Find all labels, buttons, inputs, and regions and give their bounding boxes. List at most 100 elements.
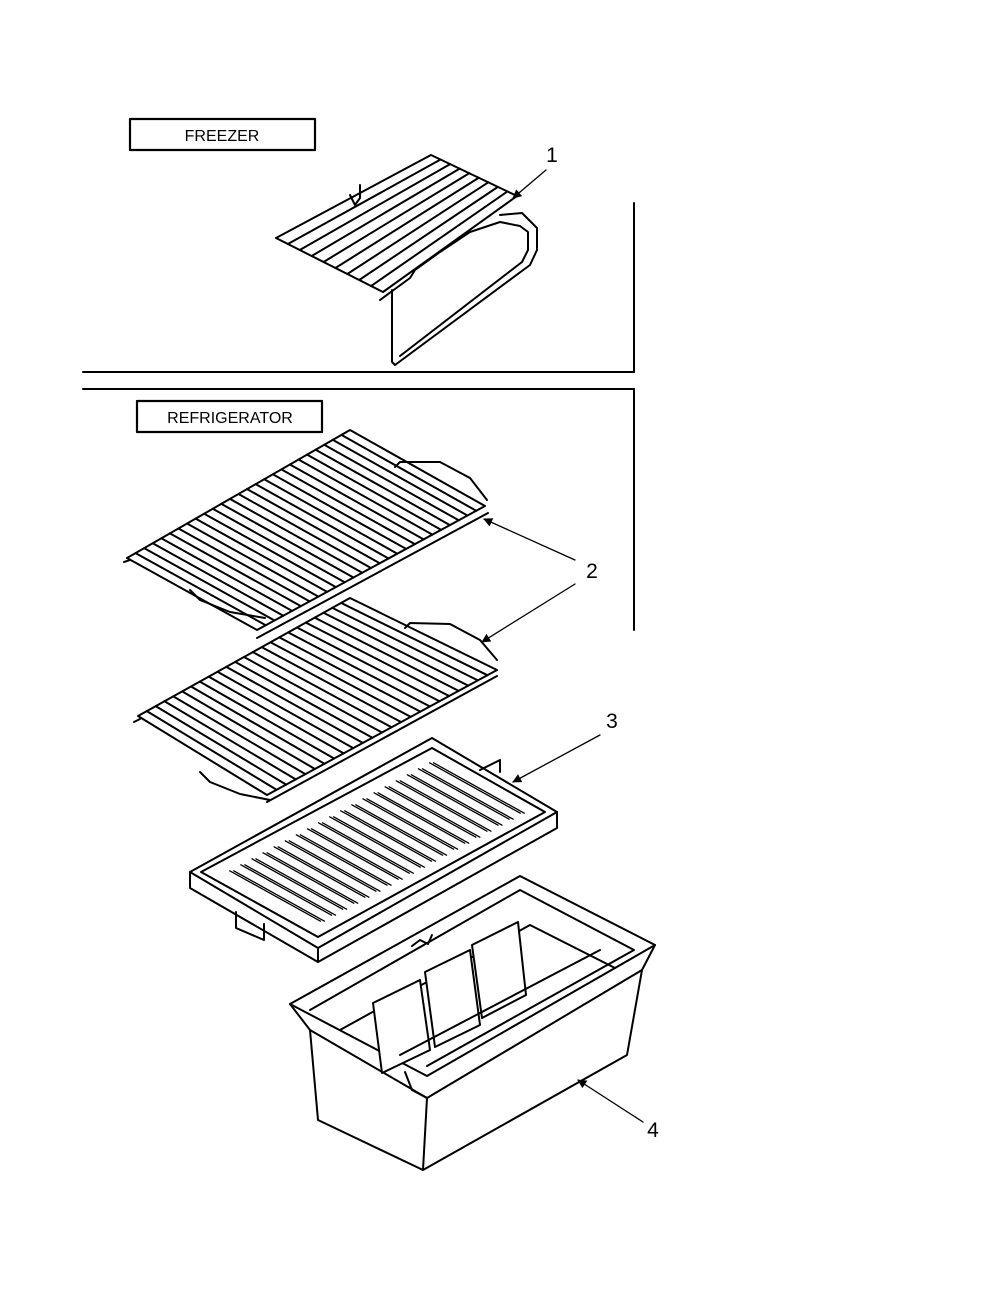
lower-shelf-rod xyxy=(172,695,307,776)
callout-1: 1 xyxy=(512,144,558,199)
crisper-cover-slot xyxy=(377,792,470,844)
upper-shelf-rod xyxy=(237,493,372,569)
freezer-shelf-rod xyxy=(370,190,509,287)
lower-shelf-rod xyxy=(313,616,460,692)
callout-number-1: 1 xyxy=(546,144,558,167)
lower-shelf-rod xyxy=(163,700,297,781)
crisper-cover-slot xyxy=(244,864,337,916)
upper-shelf-rod xyxy=(151,542,285,617)
lower-shelf-rod xyxy=(234,660,374,739)
lower-shelf-rod xyxy=(181,690,316,770)
callout-3: 3 xyxy=(512,710,618,783)
crisper-cover-slot xyxy=(299,834,392,886)
lower-shelf-rod xyxy=(340,601,489,677)
refrigerator-wire-shelf-lower xyxy=(133,597,498,803)
refrigerator-frame xyxy=(82,388,635,631)
lower-shelf-rod xyxy=(322,611,470,687)
freezer-shelf-rod xyxy=(298,163,452,251)
crisper-cover xyxy=(189,737,558,963)
upper-shelf-rod xyxy=(271,473,408,550)
crisper-cover-slot xyxy=(262,852,355,904)
lower-shelf-rod xyxy=(251,651,393,729)
lower-shelf-rod xyxy=(243,656,383,734)
crisper-cover-slot xyxy=(233,870,326,922)
lower-shelf-rod xyxy=(154,705,288,786)
lower-shelf-rod xyxy=(260,646,403,724)
crisper-cover-slot xyxy=(428,762,521,814)
lower-shelf-rod xyxy=(207,675,345,755)
crisper-cover-slot xyxy=(295,834,388,886)
upper-shelf-rod xyxy=(254,483,390,560)
upper-shelf-rod xyxy=(203,512,337,589)
crisper-cover-slot xyxy=(344,810,437,862)
lower-shelf-rod xyxy=(331,606,479,682)
crisper-cover-slot xyxy=(373,792,466,844)
lower-shelf-rod xyxy=(225,665,364,744)
crisper-cover-slot xyxy=(366,798,459,850)
upper-shelf-rod xyxy=(220,502,355,579)
crisper-cover-slot xyxy=(406,774,499,826)
upper-shelf-rod xyxy=(186,522,320,598)
upper-shelf-rod xyxy=(160,537,294,612)
lower-shelf-rod xyxy=(304,621,451,698)
upper-shelf-rod xyxy=(323,443,460,522)
crisper-cover-slot xyxy=(273,846,366,898)
callout-2: 2 xyxy=(481,518,598,643)
crisper-cover-slot xyxy=(340,810,433,862)
crisper-cover-slot xyxy=(266,852,359,904)
freezer-wire-shelf xyxy=(275,154,538,366)
freezer-shelf-rod xyxy=(358,185,499,281)
callout-number-2: 2 xyxy=(586,560,598,583)
crisper-cover-slot xyxy=(317,822,410,874)
crisper-cover-slot xyxy=(417,768,510,820)
crisper-cover-slot xyxy=(284,840,377,892)
freezer-label-box: FREEZER xyxy=(128,117,317,152)
upper-shelf-rod xyxy=(297,458,434,536)
crisper-cover-slot xyxy=(240,864,333,916)
crisper-cover-slot xyxy=(328,816,422,868)
upper-shelf-rod xyxy=(143,547,276,622)
refrigerator-label: REFRIGERATOR xyxy=(167,410,293,427)
upper-shelf-rod xyxy=(134,552,267,627)
crisper-cover-slot xyxy=(306,828,399,880)
crisper-cover-slot xyxy=(421,768,514,820)
freezer-shelf-rod xyxy=(322,172,471,263)
crisper-cover-slot xyxy=(251,858,344,910)
freezer-shelf-rod xyxy=(334,176,480,269)
upper-shelf-rod xyxy=(288,463,425,541)
crisper-cover-slot xyxy=(362,798,455,850)
crisper-cover-slot xyxy=(399,780,492,832)
crisper-cover-slot xyxy=(384,786,477,838)
crisper-cover-slot xyxy=(355,804,448,856)
upper-shelf-rod xyxy=(177,527,311,603)
crisper-cover-slot xyxy=(310,828,403,880)
crisper-cover-slot xyxy=(351,804,444,856)
freezer-shelf-rod xyxy=(310,167,461,257)
upper-shelf-rod xyxy=(314,448,451,527)
upper-shelf-rod xyxy=(194,517,329,593)
crisper-cover-slot xyxy=(388,786,481,838)
upper-shelf-rod xyxy=(331,438,469,517)
refrigerator-label-box: REFRIGERATOR xyxy=(135,399,324,434)
upper-shelf-rod xyxy=(263,478,399,555)
callout-number-4: 4 xyxy=(647,1119,659,1142)
crisper-cover-slot xyxy=(288,840,381,892)
refrigerator-wire-shelf-upper xyxy=(123,429,489,639)
lower-shelf-rod xyxy=(278,636,422,713)
upper-shelf-rod xyxy=(340,433,478,512)
lower-shelf-rod xyxy=(145,710,278,791)
crisper-cover-slot xyxy=(395,780,488,832)
crisper-cover-slot xyxy=(321,822,414,874)
crisper-cover-slot xyxy=(277,846,370,898)
crisper-cover-slot xyxy=(229,870,322,922)
callout-4: 4 xyxy=(577,1079,659,1142)
freezer-shelf-rod xyxy=(286,158,442,245)
lower-shelf-rod xyxy=(216,670,355,750)
freezer-frame xyxy=(82,202,635,373)
upper-shelf-rod xyxy=(168,532,302,608)
upper-shelf-rod xyxy=(228,497,364,574)
crisper-cover-slot xyxy=(410,774,503,826)
lower-shelf-rod xyxy=(296,626,441,703)
